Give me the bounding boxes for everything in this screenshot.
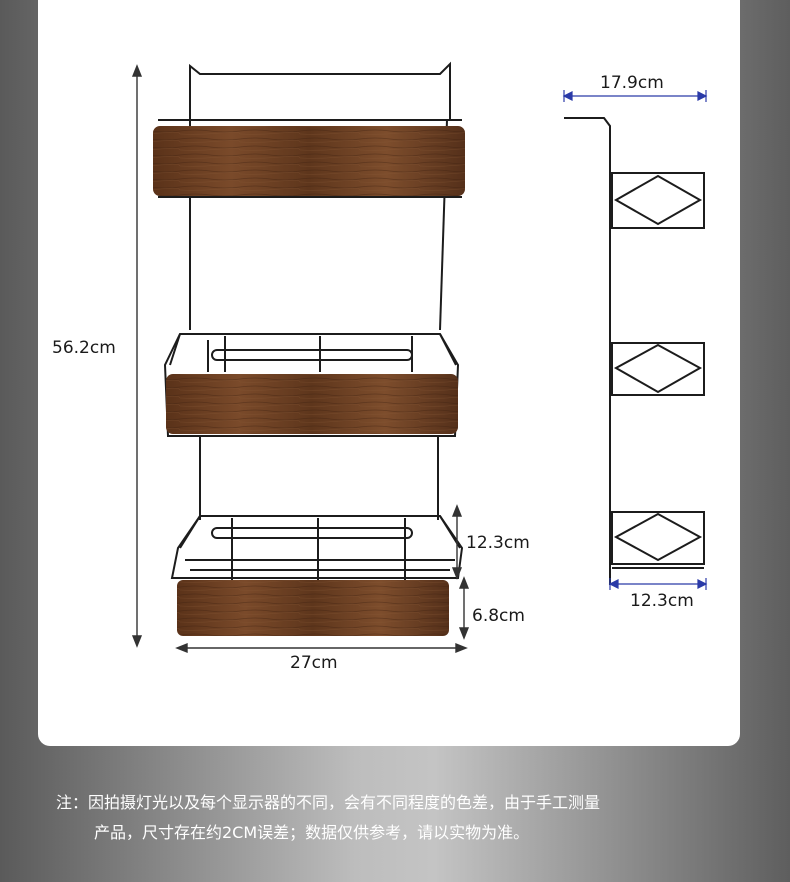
board-height-label: 6.8cm (472, 606, 525, 626)
product-diagram (131, 61, 708, 654)
disclaimer-line-2: 产品，尺寸存在约2CM误差；数据仅供参考，请以实物为准。 (94, 823, 530, 842)
disclaimer-note: 注：因拍摄灯光以及每个显示器的不同，会有不同程度的色差，由于手工测量 产品，尺寸… (56, 788, 756, 848)
basket-height-label: 12.3cm (466, 533, 530, 553)
total-height-label: 56.2cm (52, 338, 116, 358)
side-bottom-depth-label: 12.3cm (630, 591, 694, 611)
side-top-depth-label: 17.9cm (600, 73, 664, 93)
dimension-lines-front (131, 64, 470, 654)
dimension-lines-side (562, 90, 708, 590)
side-rack (564, 117, 705, 585)
front-width-label: 27cm (290, 653, 338, 673)
disclaimer-line-1: 注：因拍摄灯光以及每个显示器的不同，会有不同程度的色差，由于手工测量 (56, 793, 601, 812)
